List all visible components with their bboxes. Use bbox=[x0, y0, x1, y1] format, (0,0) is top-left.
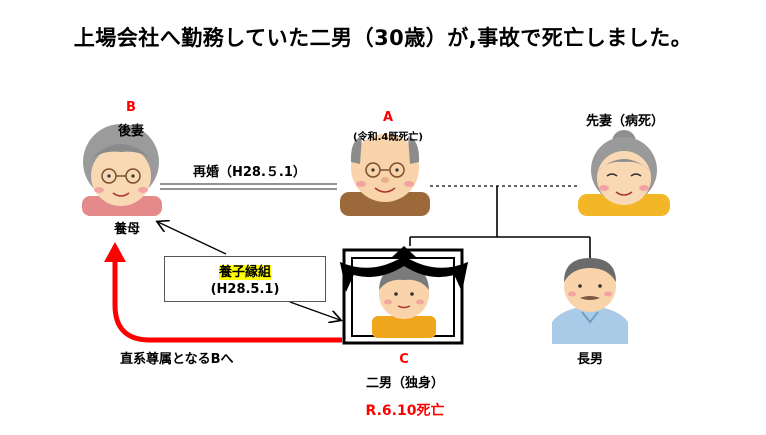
person-b-letter: B bbox=[126, 100, 136, 115]
remarriage-label: 再婚（H28.５.1） bbox=[193, 165, 306, 180]
remarriage-line bbox=[160, 183, 337, 190]
person-b-role: 後妻 bbox=[117, 124, 144, 139]
adoption-date: (H28.5.1) bbox=[210, 282, 280, 297]
adoption-box: 養子縁組 (H28.5.1) bbox=[164, 256, 326, 302]
person-a-illustration bbox=[340, 134, 430, 216]
ex-wife-illustration bbox=[578, 130, 670, 216]
person-c-death: R.6.10死亡 bbox=[365, 403, 445, 419]
person-a-letter: A bbox=[382, 110, 394, 125]
inheritance-arrow-head bbox=[104, 242, 126, 262]
page-title: 上場会社へ勤務していた二男（30歳）が,事故で死亡しました。 bbox=[73, 26, 693, 50]
inheritance-arrow-label: 直系尊属となるBへ bbox=[120, 352, 234, 367]
inheritance-arrow bbox=[112, 260, 342, 343]
children-connector bbox=[409, 186, 591, 262]
person-a-note: (令和.4既死亡) bbox=[353, 132, 423, 143]
adoption-arrow-to-b bbox=[158, 222, 227, 255]
person-b-relation: 養母 bbox=[113, 222, 140, 237]
person-c-memorial-portrait bbox=[340, 246, 468, 345]
person-c-letter: C bbox=[399, 352, 409, 367]
eldest-son-illustration bbox=[552, 258, 628, 344]
adoption-arrow-to-c bbox=[289, 301, 340, 320]
person-c-role: 二男（独身） bbox=[365, 376, 444, 391]
ex-wife-role: 先妻（病死） bbox=[585, 114, 664, 129]
eldest-son-role: 長男 bbox=[576, 352, 603, 367]
adoption-title: 養子縁組 bbox=[218, 265, 271, 280]
person-b-illustration bbox=[82, 124, 162, 216]
